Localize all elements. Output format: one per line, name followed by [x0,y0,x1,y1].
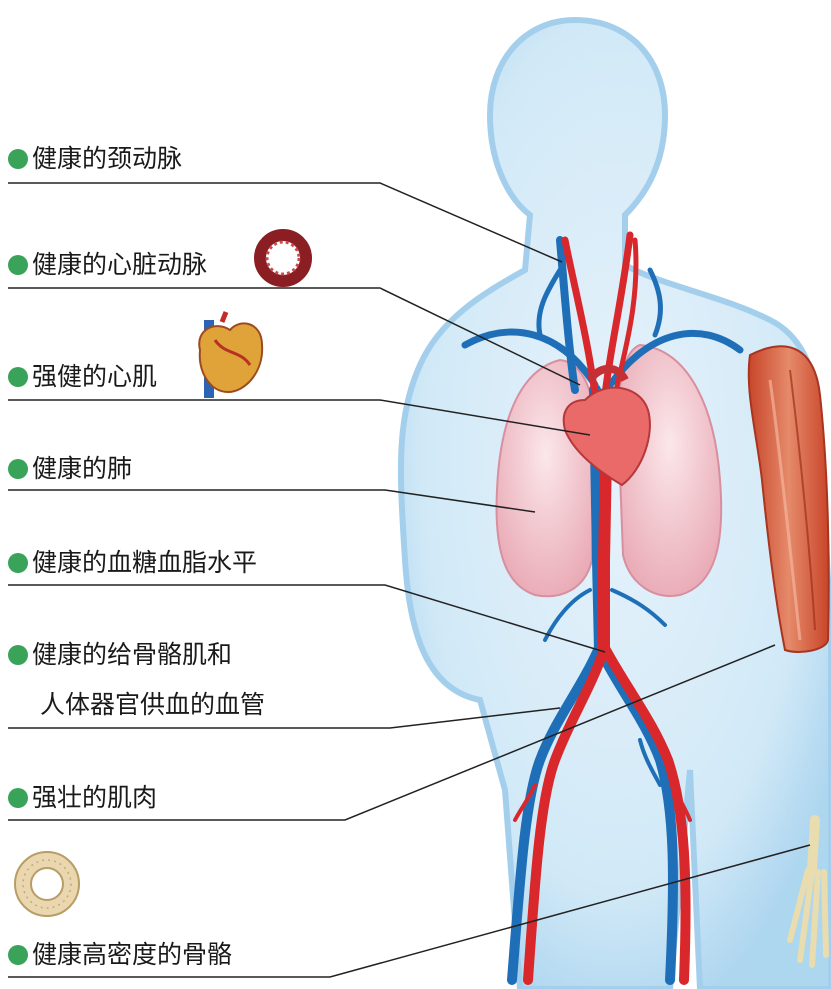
label-vessels-line1: 健康的给骨骼肌和 [8,640,232,670]
label-text: 人体器官供血的血管 [40,690,265,720]
label-text: 健康的肺 [32,454,132,484]
label-text: 健康高密度的骨骼 [32,940,232,970]
artery-cross-section-icon [260,235,306,281]
label-text: 强健的心肌 [32,362,157,392]
label-text: 强壮的肌肉 [32,783,157,813]
bullet-dot-icon [8,255,28,275]
label-text: 健康的给骨骼肌和 [32,640,232,670]
label-myocardium: 强健的心肌 [8,362,157,392]
heart-icon [199,312,262,398]
label-muscle: 强壮的肌肉 [8,783,157,813]
label-text: 健康的心脏动脉 [32,250,207,280]
bullet-dot-icon [8,149,28,169]
bullet-dot-icon [8,459,28,479]
label-text: 健康的血糖血脂水平 [32,548,257,578]
label-coronary: 健康的心脏动脉 [8,250,207,280]
bullet-dot-icon [8,788,28,808]
bullet-dot-icon [8,553,28,573]
label-text: 健康的颈动脉 [32,144,182,174]
bullet-dot-icon [8,945,28,965]
bullet-dot-icon [8,367,28,387]
label-vessels-line2: 人体器官供血的血管 [40,690,265,720]
bullet-dot-icon [8,645,28,665]
label-bone: 健康高密度的骨骼 [8,940,232,970]
bone-cross-section-icon [15,852,79,916]
label-carotid: 健康的颈动脉 [8,144,182,174]
label-sugar-lipid: 健康的血糖血脂水平 [8,548,257,578]
label-lung: 健康的肺 [8,454,132,484]
